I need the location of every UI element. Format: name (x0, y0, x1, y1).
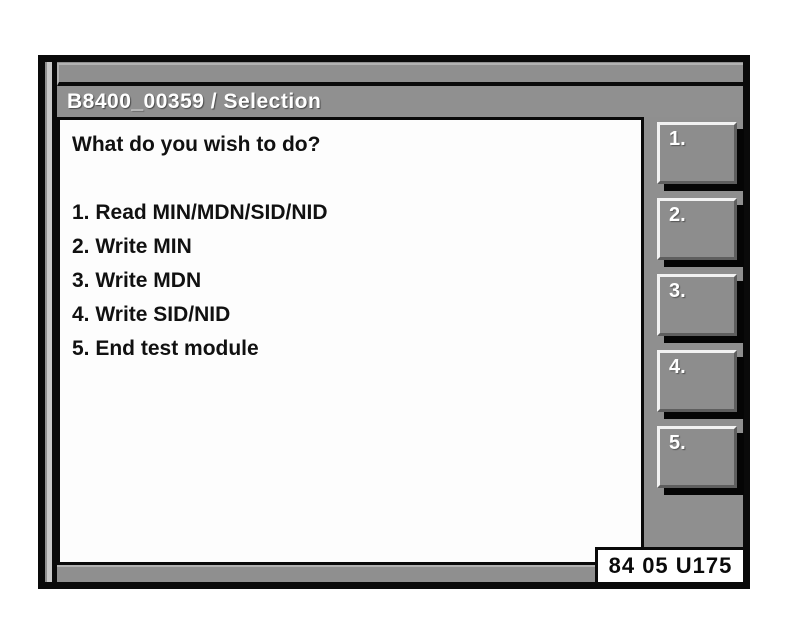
dialog-prompt: What do you wish to do? (72, 133, 321, 156)
diagnostic-screen: B8400_00359 / Selection What do you wish… (38, 55, 750, 589)
menu-item-3: 3. Write MDN (72, 269, 202, 292)
footer-version-code: 84 05 U175 (608, 553, 733, 578)
left-frame-highlight (47, 62, 52, 582)
softkey-button-3[interactable]: 3. (657, 274, 737, 336)
title-bar: B8400_00359 / Selection (57, 86, 743, 117)
dialog-spacer (72, 162, 629, 196)
bottom-strip (57, 565, 595, 582)
menu-item-5: 5. End test module (72, 337, 259, 360)
header-strip (57, 63, 743, 86)
softkey-button-4[interactable]: 4. (657, 350, 737, 412)
left-frame-divider (52, 62, 57, 582)
menu-item-4: 4. Write SID/NID (72, 303, 231, 326)
footer-box: 84 05 U175 (595, 547, 743, 582)
dialog-panel: What do you wish to do? 1. Read MIN/MDN/… (57, 117, 644, 565)
softkey-column: 1. 2. 3. 4. 5. (644, 117, 743, 547)
softkey-button-2[interactable]: 2. (657, 198, 737, 260)
menu-item-1: 1. Read MIN/MDN/SID/NID (72, 201, 328, 224)
menu-item-2: 2. Write MIN (72, 235, 192, 258)
softkey-button-5[interactable]: 5. (657, 426, 737, 488)
screen-title: B8400_00359 / Selection (67, 89, 322, 113)
softkey-button-1[interactable]: 1. (657, 122, 737, 184)
